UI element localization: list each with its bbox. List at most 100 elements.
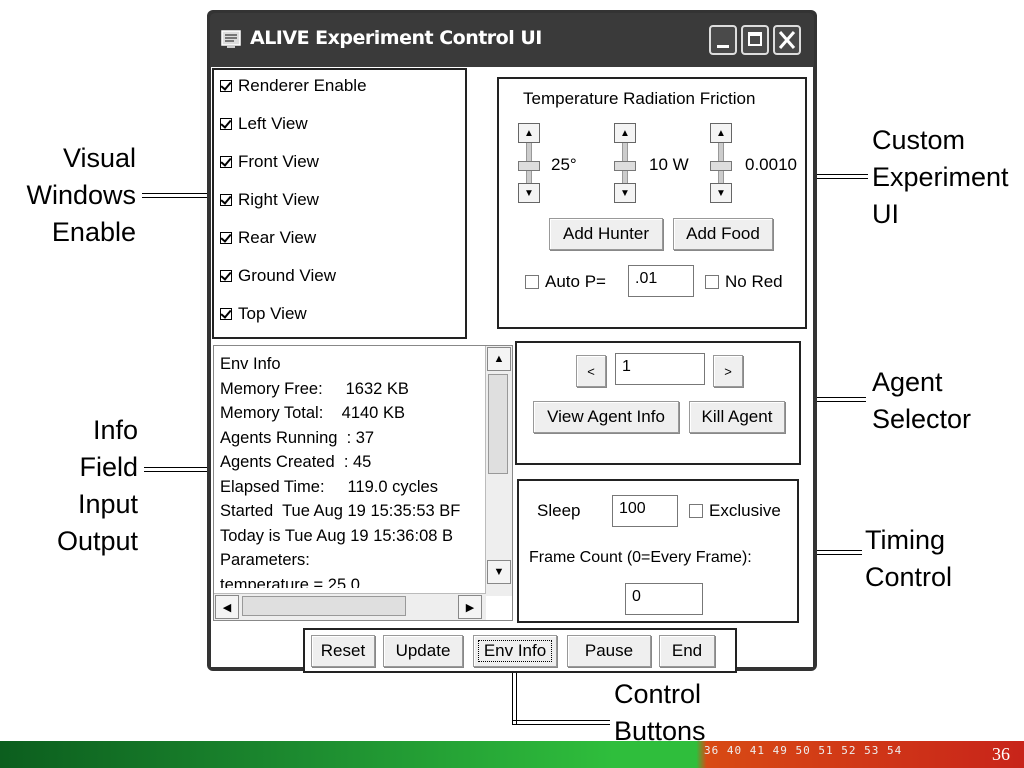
sleep-input[interactable]: 100 [612,495,678,527]
vertical-scrollbar[interactable]: ▲ ▼ [485,346,512,596]
agent-id-input[interactable]: 1 [615,353,705,385]
callout-agent-selector: Agent Selector [872,364,971,438]
checkbox-label: Rear View [238,228,317,247]
checkbox-front-view[interactable]: Front View [220,151,319,173]
horizontal-scrollbar[interactable]: ◀ ▶ [214,593,486,620]
slider-thumb[interactable] [518,161,540,171]
timing-control-panel: Sleep 100 Exclusive Frame Count (0=Every… [517,479,799,623]
checkbox-box[interactable] [705,275,719,289]
callout-line: Agent [872,367,943,397]
minimize-icon [717,45,729,48]
prev-agent-button[interactable]: < [576,355,606,387]
view-agent-info-button[interactable]: View Agent Info [533,401,679,433]
app-window: ALIVE Experiment Control UI Renderer Ena… [207,10,817,673]
checkbox-box[interactable] [220,80,232,92]
checkbox-no-red[interactable]: No Red [705,271,783,293]
checkbox-label: Auto P= [545,272,606,291]
scroll-left-button[interactable]: ◀ [215,595,239,619]
radiation-value: 10 W [649,155,689,174]
checkbox-label: No Red [725,272,783,291]
env-info-button[interactable]: Env Info [473,635,557,667]
callout-connector [806,174,868,179]
callout-line: Visual [62,143,136,173]
reset-button[interactable]: Reset [311,635,375,667]
checkbox-box[interactable] [220,232,232,244]
slider-thumb[interactable] [710,161,732,171]
callout-connector [512,720,610,725]
checkbox-renderer-enable[interactable]: Renderer Enable [220,75,367,97]
friction-slider[interactable]: ▲ ▼ [710,123,732,203]
checkbox-box[interactable] [525,275,539,289]
checkbox-exclusive[interactable]: Exclusive [689,500,781,522]
checkbox-label: Left View [238,114,308,133]
checkbox-auto-p[interactable]: Auto P= [525,271,606,293]
info-text[interactable]: Env Info Memory Free: 1632 KB Memory Tot… [220,355,461,588]
slide-refs: 36 40 41 49 50 51 52 53 54 [704,744,903,757]
callout-line: Custom [872,125,966,155]
slider-down-button[interactable]: ▼ [614,183,636,203]
checkbox-box[interactable] [689,504,703,518]
callout-line: Control [865,562,953,592]
next-agent-button[interactable]: > [713,355,743,387]
kill-agent-button[interactable]: Kill Agent [689,401,785,433]
callout-line: Windows [26,180,136,210]
checkbox-left-view[interactable]: Left View [220,113,308,135]
temperature-slider[interactable]: ▲ ▼ [518,123,540,203]
scroll-thumb[interactable] [242,596,406,616]
auto-p-input[interactable]: .01 [628,265,694,297]
footer-bar [0,741,1024,768]
checkbox-label: Top View [238,304,307,323]
callout-line: Input [77,489,138,519]
slider-down-button[interactable]: ▼ [710,183,732,203]
end-button[interactable]: End [659,635,715,667]
checkbox-label: Ground View [238,266,336,285]
update-button[interactable]: Update [383,635,463,667]
callout-line: Control [614,679,702,709]
info-field[interactable]: Env Info Memory Free: 1632 KB Memory Tot… [213,345,513,621]
checkbox-box[interactable] [220,308,232,320]
checkbox-right-view[interactable]: Right View [220,189,319,211]
callout-connector [144,467,214,472]
maximize-button[interactable] [741,25,769,55]
slider-down-button[interactable]: ▼ [518,183,540,203]
scroll-down-button[interactable]: ▼ [487,560,511,584]
checkbox-box[interactable] [220,156,232,168]
callout-info-field: Info Field Input Output [40,412,138,560]
callout-connector [798,550,862,555]
checkbox-rear-view[interactable]: Rear View [220,227,316,249]
checkbox-box[interactable] [220,270,232,282]
radiation-slider[interactable]: ▲ ▼ [614,123,636,203]
slide-number: 36 [992,744,1010,764]
scroll-thumb[interactable] [488,374,508,474]
slider-up-button[interactable]: ▲ [614,123,636,143]
callout-line: Experiment [872,162,1009,192]
callout-connector [512,664,517,724]
callout-custom-experiment: Custom Experiment UI [872,122,1009,233]
slider-thumb[interactable] [614,161,636,171]
add-food-button[interactable]: Add Food [673,218,773,250]
add-hunter-button[interactable]: Add Hunter [549,218,663,250]
scroll-up-button[interactable]: ▲ [487,347,511,371]
close-icon [778,31,796,49]
checkbox-ground-view[interactable]: Ground View [220,265,336,287]
callout-line: Output [56,526,138,556]
control-buttons-panel: Reset Update Env Info Pause End [303,628,737,673]
frame-count-input[interactable]: 0 [625,583,703,615]
close-button[interactable] [773,25,801,55]
callout-connector [142,193,212,198]
slider-up-button[interactable]: ▲ [518,123,540,143]
scroll-right-button[interactable]: ▶ [458,595,482,619]
checkbox-top-view[interactable]: Top View [220,303,307,325]
minimize-button[interactable] [709,25,737,55]
title-bar[interactable]: ALIVE Experiment Control UI [210,13,814,69]
sleep-label: Sleep [537,501,581,520]
pause-button[interactable]: Pause [567,635,651,667]
slider-up-button[interactable]: ▲ [710,123,732,143]
callout-line: Field [79,452,138,482]
checkbox-box[interactable] [220,118,232,130]
callout-line: Info [92,415,138,445]
callout-connector [800,397,866,402]
checkbox-box[interactable] [220,194,232,206]
callout-visual-windows: Visual Windows Enable [14,140,136,251]
